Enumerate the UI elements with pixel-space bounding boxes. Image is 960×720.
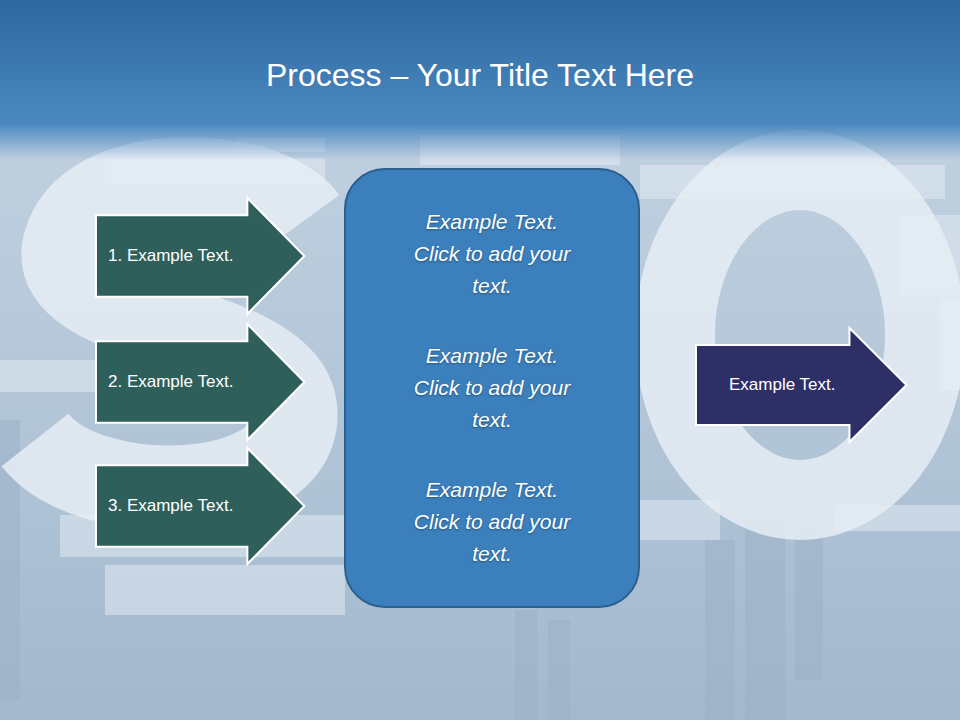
word-block bbox=[515, 610, 537, 720]
arrow-outline bbox=[96, 198, 304, 314]
panel-outline bbox=[345, 169, 639, 607]
content-panel: Example Text. Click to add your text. Exa… bbox=[344, 168, 640, 608]
arrow-outline bbox=[696, 328, 906, 442]
slide-title: Process – Your Title Text Here bbox=[0, 48, 960, 102]
word-block bbox=[548, 620, 570, 720]
word-block bbox=[795, 530, 823, 680]
word-block bbox=[0, 360, 95, 392]
arrow-outline bbox=[96, 448, 304, 564]
panel-text: Example Text. Click to add your text. bbox=[413, 206, 571, 302]
word-block bbox=[705, 540, 735, 720]
word-block bbox=[105, 565, 345, 615]
arrow-outline bbox=[96, 324, 304, 440]
word-block bbox=[745, 515, 785, 720]
panel-text: Example Text. Click to add your text. bbox=[413, 474, 571, 570]
arrow-label: 1. Example Text. bbox=[108, 245, 233, 267]
title-band bbox=[0, 0, 960, 125]
step-arrow: 2. Example Text. bbox=[95, 323, 305, 441]
seo-letter-s bbox=[35, 180, 305, 488]
seo-letter-o bbox=[675, 170, 925, 500]
arrow-label: 3. Example Text. bbox=[108, 495, 233, 517]
panel-text: Example Text. Click to add your text. bbox=[413, 340, 571, 436]
result-arrow: Example Text. bbox=[695, 327, 907, 443]
arrow-label: Example Text. bbox=[729, 374, 835, 396]
arrow-label: 2. Example Text. bbox=[108, 371, 233, 393]
title-band-fade bbox=[0, 124, 960, 160]
step-arrow: 3. Example Text. bbox=[95, 447, 305, 565]
word-block bbox=[640, 500, 720, 540]
step-arrow: 1. Example Text. bbox=[95, 197, 305, 315]
